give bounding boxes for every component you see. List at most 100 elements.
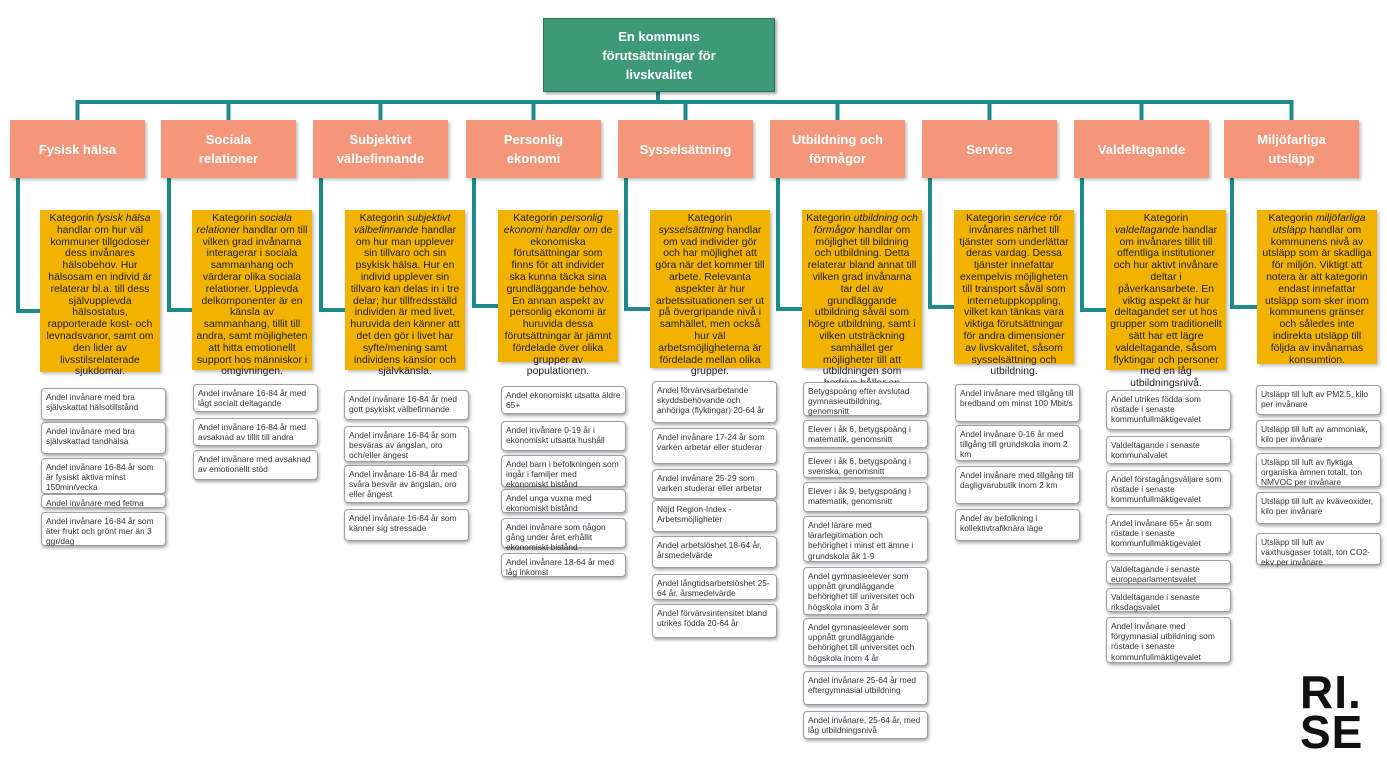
indicator-box: Andel invånare 0-16 år med tillgång till… bbox=[955, 425, 1080, 461]
indicator-box: Andel invånare med tillgång till bredban… bbox=[955, 384, 1080, 422]
category-title: Personlig ekonomi bbox=[503, 132, 564, 166]
indicator-box: Betygspoäng efter avslutad gymnasieutbil… bbox=[803, 382, 928, 416]
category-title: Miljöfarliga utsläpp bbox=[1257, 132, 1326, 166]
description-post: handlar om hur man upplever sin tillvaro… bbox=[350, 224, 460, 378]
category-description: Kategorin sysselsättning handlar om vad … bbox=[650, 210, 770, 377]
indicator-box: Andel invånare 17-24 år som varken arbet… bbox=[652, 428, 777, 464]
description-post: handlar om vad individer gör och har möj… bbox=[655, 224, 765, 378]
description-post: handlar om hur väl kommuner tillgodoser … bbox=[46, 224, 154, 378]
description-pre: Kategorin bbox=[687, 213, 733, 224]
category-header: Valdeltagande bbox=[1074, 120, 1209, 178]
description-em: utbildning och förmågor bbox=[813, 213, 918, 236]
indicator-box: Andel invånare 16-84 år som känner sig s… bbox=[344, 509, 469, 541]
indicator-box: Nöjd Region-Index - Arbetsmöjligheter bbox=[652, 500, 777, 532]
indicator-box: Andel invånare, 25-64 år, med låg utbild… bbox=[803, 711, 928, 739]
category-header: Sociala relationer bbox=[161, 120, 296, 178]
description-pre: Kategorin bbox=[212, 213, 260, 224]
description-pre: Kategorin bbox=[359, 213, 408, 224]
indicator-box: Elever i åk 6, betygspoäng i matematik, … bbox=[803, 420, 928, 448]
indicator-box: Andel invånare med tillgång till dagligv… bbox=[955, 466, 1080, 504]
description-em: sysselsättning bbox=[658, 224, 724, 236]
indicator-box: Andel förstagångsväljare som röstade i s… bbox=[1106, 470, 1231, 508]
rise-logo-line1: RI. bbox=[1300, 666, 1362, 718]
category-header: Sysselsättning bbox=[618, 120, 753, 178]
indicator-box: Andel förvärvsintensitet bland utrikes f… bbox=[652, 604, 777, 638]
indicator-box: Elever i åk 6, betygspoäng i svenska, ge… bbox=[803, 452, 928, 478]
indicator-box: Utsläpp till luft av växthusgaser totalt… bbox=[1256, 533, 1381, 567]
indicator-box: Andel invånare 25-29 som varken studerar… bbox=[652, 469, 777, 499]
description-em: miljöfarliga utsläpp bbox=[1272, 213, 1366, 236]
rise-logo: RI. SE bbox=[1300, 666, 1368, 758]
category-description: Kategorin subjektivt välbefinnande handl… bbox=[345, 210, 465, 377]
description-pre: Kategorin bbox=[513, 213, 561, 224]
indicator-box: Valdeltagande i senaste riksdagsvalet bbox=[1106, 588, 1231, 612]
category-header: Subjektivt välbefinnande bbox=[313, 120, 448, 178]
description-pre: Kategorin bbox=[49, 213, 97, 224]
category-title: Service bbox=[966, 141, 1013, 157]
category-title: Sociala relationer bbox=[198, 132, 259, 166]
indicator-box: Utsläpp till luft av ammoniak, kilo per … bbox=[1256, 420, 1381, 448]
indicator-box: Andel gymnasieelever som uppnått grundlä… bbox=[803, 567, 928, 615]
description-em: valdeltagande bbox=[1114, 224, 1180, 236]
indicator-box: Andel unga vuxna med ekonomiskt bistånd bbox=[501, 489, 626, 513]
description-pre: Kategorin bbox=[966, 213, 1014, 224]
category-title: Sysselsättning bbox=[639, 141, 732, 157]
indicator-box: Andel gymnasieelever som uppnått grundlä… bbox=[803, 618, 928, 666]
category-description: Kategorin service rör invånares närhet t… bbox=[954, 210, 1074, 377]
description-post: de ekonomiska förutsättningar som finns … bbox=[504, 224, 613, 378]
indicator-box: Andel lärare med lärarlegitimation och b… bbox=[803, 516, 928, 562]
description-em: personlig ekonomi handlar om bbox=[503, 213, 603, 236]
description-post: rör invånares närhet till tjänster som u… bbox=[959, 213, 1069, 378]
indicator-box: Andel invånare 65+ år som röstade i sena… bbox=[1106, 514, 1231, 554]
indicator-box: Valdeltagande i senaste kommunalvalet bbox=[1106, 436, 1231, 464]
description-post: handlar om möjlighet till bildning och u… bbox=[807, 224, 917, 401]
category-header: Service bbox=[922, 120, 1057, 178]
indicator-box: Andel invånare med bra självskattad tand… bbox=[41, 422, 166, 454]
description-pre: Kategorin bbox=[1143, 213, 1189, 224]
category-description: Kategorin sociala relationer handlar om … bbox=[192, 210, 312, 377]
indicator-box: Andel invånare 16-84 år med avsaknad av … bbox=[193, 418, 318, 446]
description-em: subjektivt välbefinnande bbox=[353, 213, 451, 236]
description-post: handlar om till vilken grad invånarna in… bbox=[196, 224, 308, 378]
description-em: sociala relationer bbox=[196, 213, 292, 236]
indicator-box: Andel invånare 16-84 år med svåra besvär… bbox=[344, 465, 469, 503]
indicator-box: Utsläpp till luft av kväveoxider, kilo p… bbox=[1256, 492, 1381, 524]
indicator-box: Utsläpp till luft av PM2.5, kilo per inv… bbox=[1256, 385, 1381, 415]
indicator-box: Andel invånare 16-84 år som besväras av … bbox=[344, 426, 469, 462]
category-description: Kategorin valdeltagande handlar om invån… bbox=[1106, 210, 1226, 389]
indicator-box: Utsläpp till luft av flyktiga organiska … bbox=[1256, 453, 1381, 487]
indicator-box: Andel långtidsarbetslöshet 25-64 år, års… bbox=[652, 574, 777, 600]
category-header: Utbildning och förmågor bbox=[770, 120, 905, 178]
description-pre: Kategorin bbox=[806, 213, 854, 224]
indicator-box: Andel invånare 16-84 år med lågt socialt… bbox=[193, 384, 318, 412]
indicator-box: Andel arbetslöshet 18-64 år, årsmedelvär… bbox=[652, 536, 777, 568]
indicator-box: Andel invånare 18-64 år med låg inkomst bbox=[501, 553, 626, 577]
category-header: Fysisk hälsa bbox=[10, 120, 145, 178]
description-post: handlar om kommunens nivå av utsläpp som… bbox=[1262, 224, 1372, 366]
category-description: Kategorin utbildning och förmågor handla… bbox=[802, 210, 922, 401]
indicator-box: Valdeltagande i senaste europaparlaments… bbox=[1106, 560, 1231, 584]
indicator-box: Andel invånare med bra självskattat häls… bbox=[41, 388, 166, 420]
indicator-box: Elever i åk 9, betygspoäng i matematik, … bbox=[803, 482, 928, 512]
category-title: Fysisk hälsa bbox=[38, 141, 117, 157]
category-description: Kategorin fysisk hälsa handlar om hur vä… bbox=[40, 210, 160, 377]
category-description: Kategorin miljöfarliga utsläpp handlar o… bbox=[1257, 210, 1377, 366]
rise-logo-line2: SE bbox=[1300, 706, 1364, 758]
indicator-box: Andel invånare 16-84 år med gott psykisk… bbox=[344, 390, 469, 420]
category-title: Subjektivt välbefinnande bbox=[336, 132, 425, 166]
indicator-box: Andel invånare med förgymnasial utbildni… bbox=[1106, 617, 1231, 663]
description-pre: Kategorin bbox=[1268, 213, 1316, 224]
indicator-box: Andel utrikes födda som röstade i senast… bbox=[1106, 390, 1231, 430]
indicator-box: Andel av befolkning i kollektivtrafiknär… bbox=[955, 509, 1080, 541]
category-header: Personlig ekonomi bbox=[466, 120, 601, 178]
root-node: En kommuns förutsättningar för livskvali… bbox=[543, 18, 775, 92]
indicator-box: Andel invånare 25-64 år med eftergymnasi… bbox=[803, 671, 928, 705]
indicator-box: Andel förvärvsarbetande skyddsbehövande … bbox=[652, 381, 777, 423]
indicator-box: Andel invånare 0-19 år i ekonomiskt utsa… bbox=[501, 421, 626, 451]
description-em: fysisk hälsa bbox=[96, 213, 151, 224]
category-header: Miljöfarliga utsläpp bbox=[1224, 120, 1359, 178]
category-description: Kategorin personlig ekonomi handlar om d… bbox=[498, 210, 618, 377]
indicator-box: Andel invånare som någon gång under året… bbox=[501, 518, 626, 552]
indicator-box: Andel ekonomiskt utsatta äldre 65+ bbox=[501, 386, 626, 414]
